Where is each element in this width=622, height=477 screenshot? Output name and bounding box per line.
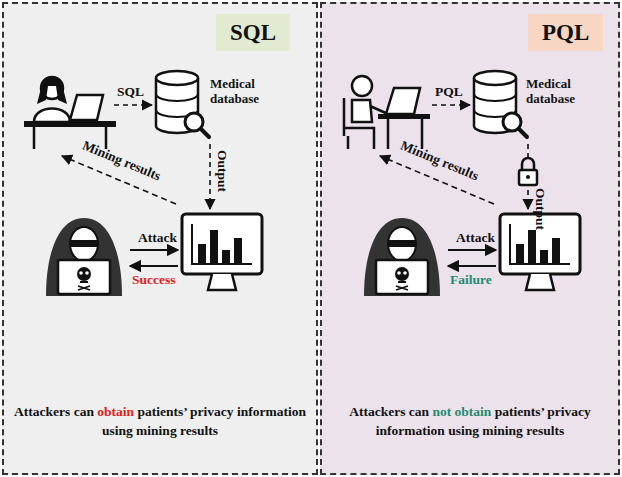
title-box: PQL <box>528 14 603 51</box>
arrow-label: Mining results <box>81 137 164 183</box>
database-label: Medical database <box>210 76 302 106</box>
icon-part <box>85 271 89 275</box>
comparison-panel: Attackers cannot obtainpatients’ privacy… <box>320 2 620 475</box>
icon-part <box>77 267 91 281</box>
icon-part <box>397 271 401 275</box>
icon-part <box>540 250 548 264</box>
icon-part <box>448 249 496 251</box>
arrow-label: SQL <box>117 84 144 99</box>
icon-part <box>526 175 530 179</box>
icon-part <box>201 129 209 137</box>
comparison-panel: Attackers canobtainpatients’ privacy inf… <box>2 2 318 475</box>
icon-part <box>519 170 537 185</box>
arrow-label: Attack <box>138 230 177 245</box>
caption-part: Attackers can <box>349 404 429 419</box>
database-name: Medical database <box>526 76 614 106</box>
icon-part <box>528 230 536 264</box>
icon-part <box>130 249 178 251</box>
icon-part <box>78 282 90 290</box>
arrow-label: Success <box>132 272 176 287</box>
arrow-label: Attack <box>456 230 495 245</box>
icon-part <box>210 230 218 264</box>
title-text: PQL <box>542 19 589 46</box>
icon-part <box>24 121 116 127</box>
icon-part <box>378 114 430 119</box>
caption-text: Attackers cannot obtainpatients’ privacy… <box>332 402 608 440</box>
caption-part: Attackers can <box>14 404 94 419</box>
icon-part <box>79 271 83 275</box>
icon-part <box>364 218 440 296</box>
title-text: SQL <box>230 19 276 46</box>
icon-part <box>516 244 524 264</box>
icon-part <box>344 98 374 149</box>
icon-part <box>156 71 198 85</box>
icon-part <box>46 218 122 296</box>
icon-part <box>386 88 420 114</box>
icon-part <box>70 227 98 261</box>
icon-part <box>474 71 516 85</box>
icon-part <box>448 265 496 267</box>
icon-part <box>432 104 470 106</box>
icon-part <box>552 238 560 264</box>
icon-part <box>37 76 67 104</box>
icon-part <box>388 227 416 261</box>
icon-part <box>403 271 407 275</box>
icon-part <box>71 240 97 247</box>
icon-part <box>389 240 415 247</box>
icon-part <box>522 158 534 170</box>
database-label: Medical database <box>526 76 614 106</box>
icon-part <box>34 109 70 123</box>
database-name: Medical database <box>210 76 302 106</box>
icon-part <box>527 144 529 162</box>
icon-part <box>209 144 211 209</box>
icon-part <box>395 267 409 281</box>
icon-part <box>519 129 527 137</box>
icon-part <box>182 214 262 274</box>
arrow-label: Failure <box>450 272 492 287</box>
icon-part <box>130 265 178 267</box>
arrow-label: Mining results <box>399 137 482 183</box>
icon-part <box>58 260 110 294</box>
arrow-label: PQL <box>435 84 463 99</box>
icon-part <box>234 238 242 264</box>
icon-part <box>208 274 236 290</box>
icon-part <box>396 282 408 290</box>
icon-part <box>352 100 372 122</box>
icon-part <box>527 190 529 209</box>
icon-part <box>70 95 103 120</box>
icon-part <box>114 104 152 106</box>
icon-part <box>526 274 554 290</box>
icon-part <box>352 76 372 96</box>
arrow-label: Output <box>533 188 548 230</box>
icon-part <box>222 250 230 264</box>
caption-text: Attackers canobtainpatients’ privacy inf… <box>14 402 306 440</box>
icon-part <box>376 260 428 294</box>
arrow-label: Output <box>215 150 230 192</box>
icon-part <box>192 224 252 264</box>
icon-part <box>198 244 206 264</box>
caption-part: not obtain <box>432 404 491 419</box>
caption-part: obtain <box>97 404 134 419</box>
title-box: SQL <box>216 14 290 51</box>
